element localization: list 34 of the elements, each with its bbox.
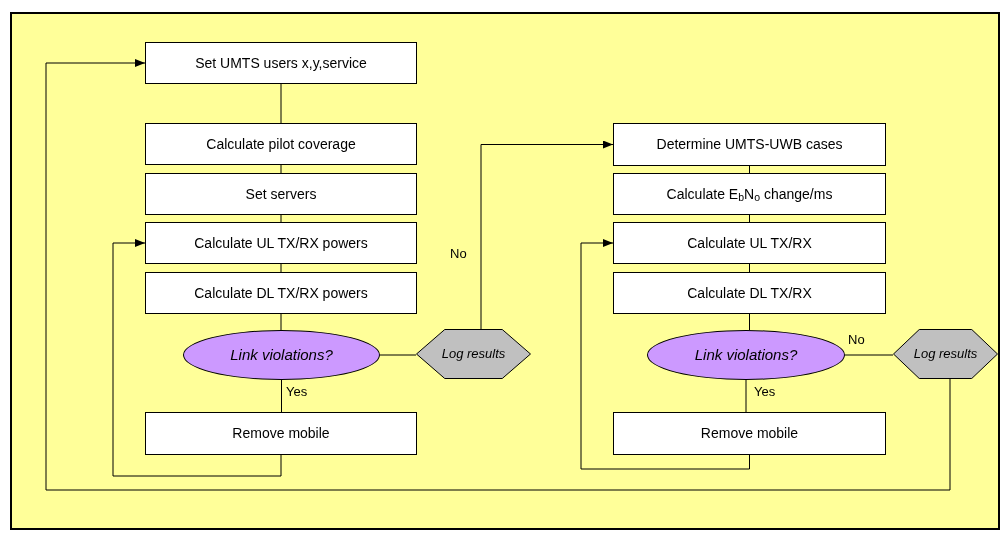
process-box: Calculate E$_{b}$N$_{o}$ change/ms <box>613 173 886 215</box>
arrow <box>480 140 614 330</box>
connector-line <box>379 354 417 356</box>
connector-line <box>749 214 750 223</box>
process-box: Set UMTS users x,y,service <box>145 42 417 84</box>
edge-label: No <box>848 332 865 347</box>
connector-line <box>749 313 750 331</box>
process-box: Calculate DL TX/RX powers <box>145 272 417 314</box>
connector-line <box>844 354 894 356</box>
edge-label: Yes <box>286 384 308 399</box>
process-box: Remove mobile <box>613 412 886 455</box>
connector-line <box>749 263 750 273</box>
process-box: Set servers <box>145 173 417 215</box>
connector-line <box>280 83 282 124</box>
arrow <box>45 59 951 491</box>
process-box: Calculate UL TX/RX <box>613 222 886 264</box>
edge-label: Yes <box>754 384 776 399</box>
connector-line <box>280 164 282 174</box>
connector-line <box>749 165 750 174</box>
connector-line <box>280 313 282 331</box>
process-box: Calculate DL TX/RX <box>613 272 886 314</box>
connector-line <box>281 379 282 413</box>
arrow <box>580 239 750 470</box>
process-box: Determine UMTS-UWB cases <box>613 123 886 166</box>
hexagon-shape: Log results <box>416 329 531 379</box>
arrow <box>112 239 282 477</box>
connector-line <box>280 263 282 273</box>
edge-label: No <box>450 246 467 261</box>
process-box: Calculate pilot coverage <box>145 123 417 165</box>
connector-line <box>280 214 282 223</box>
connector-line <box>745 379 747 413</box>
process-box: Calculate UL TX/RX powers <box>145 222 417 264</box>
process-box: Remove mobile <box>145 412 417 455</box>
hexagon-shape: Log results <box>893 329 998 379</box>
